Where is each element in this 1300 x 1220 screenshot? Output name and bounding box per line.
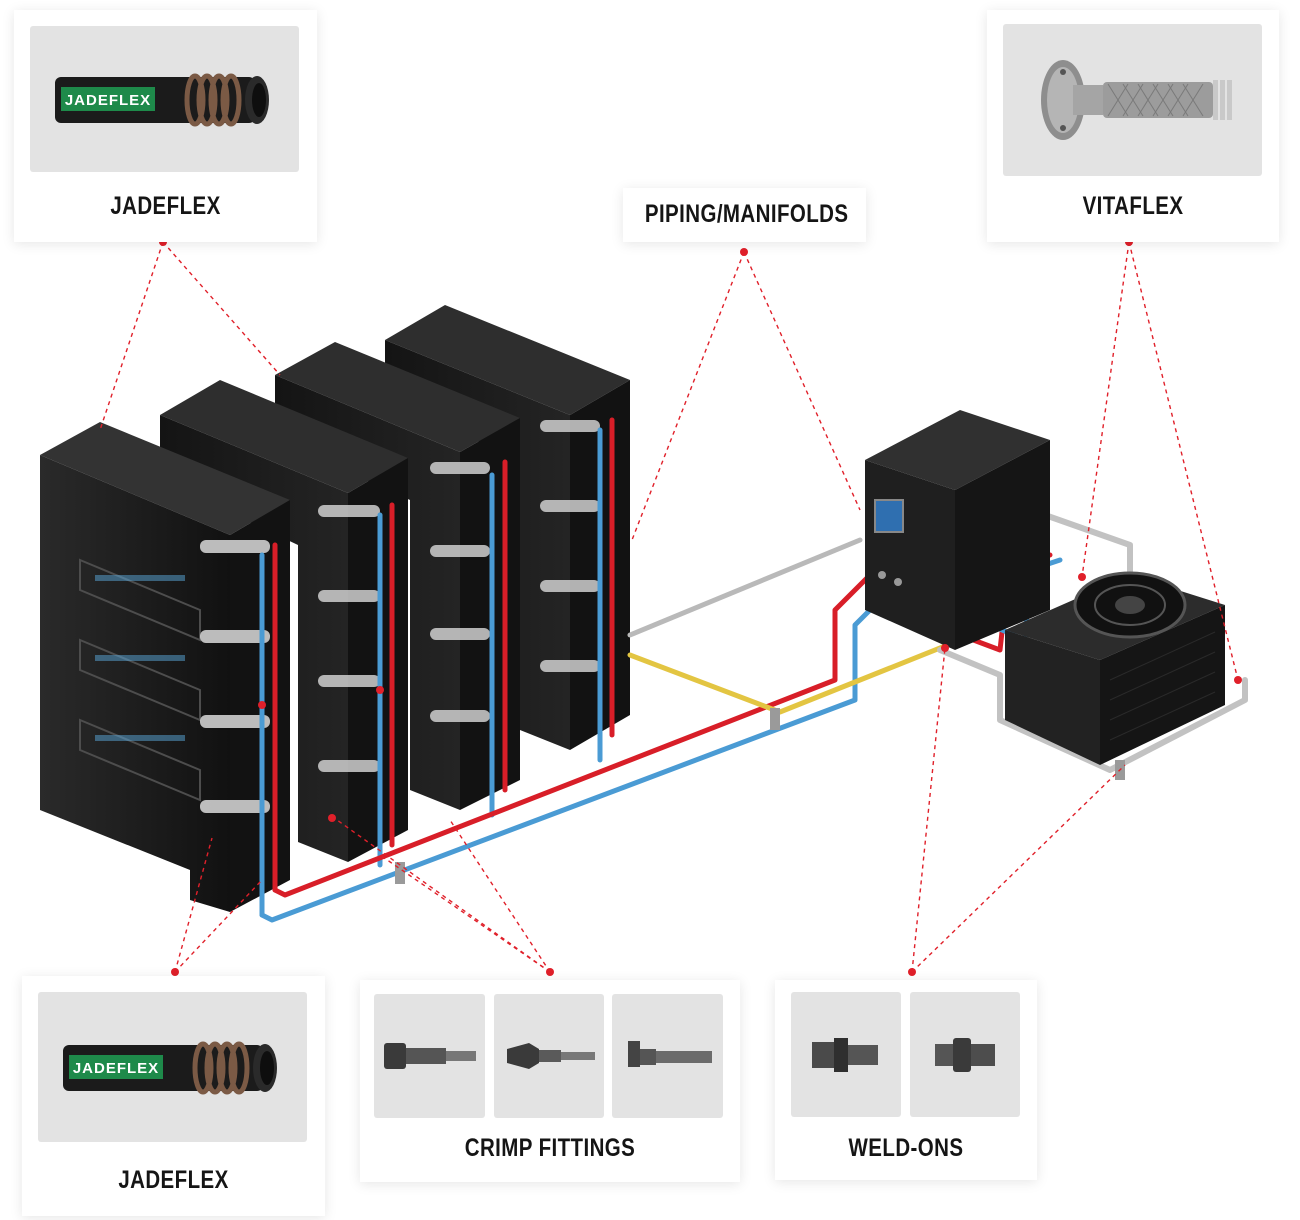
jadeflex-hose-image: JADEFLEX (30, 26, 299, 172)
control-screen (874, 499, 904, 533)
callout-jadeflex-bottom: JADEFLEX JADEFLEX (22, 976, 325, 1216)
crimp-fitting-1-image (374, 994, 485, 1118)
callout-piping: PIPING/MANIFOLDS (623, 188, 866, 242)
callout-weld-ons: WELD-ONS (775, 980, 1037, 1180)
cdu-unit (865, 410, 1050, 650)
weld-on-2-image (910, 992, 1020, 1117)
vitaflex-flanged-hose-icon (1040, 60, 1232, 140)
vitaflex-hose-image (1003, 24, 1262, 176)
svg-text:JADEFLEX: JADEFLEX (64, 92, 150, 109)
crimp-fitting-2-image (494, 994, 604, 1118)
callout-vitaflex: VITAFLEX (987, 10, 1279, 242)
callout-label: WELD-ONS (848, 1134, 964, 1162)
svg-text:JADEFLEX: JADEFLEX (72, 1060, 158, 1077)
callout-label: CRIMP FITTINGS (464, 1134, 636, 1162)
jadeflex-hose-icon: JADEFLEX (62, 1041, 277, 1095)
crimp-fitting-1-icon (383, 1043, 476, 1069)
callout-label: VITAFLEX (1082, 192, 1184, 220)
weld-on-1-image (791, 992, 901, 1117)
callout-jadeflex-top: JADEFLEX JADEFLEX (14, 10, 317, 242)
server-cabinet-1 (40, 422, 290, 912)
crimp-fitting-3-icon (627, 1041, 712, 1067)
jadeflex-hose-icon: JADEFLEX (54, 73, 269, 127)
callout-label: PIPING/MANIFOLDS (644, 200, 849, 228)
crimp-fitting-3-image (612, 994, 723, 1118)
callout-label: JADEFLEX (110, 192, 221, 220)
callout-crimp-fittings: CRIMP FITTINGS (360, 980, 740, 1182)
jadeflex-hose-image: JADEFLEX (38, 992, 307, 1142)
weld-on-1-icon (812, 1037, 878, 1072)
weld-on-2-icon (935, 1037, 995, 1072)
callout-label: JADEFLEX (118, 1166, 229, 1194)
crimp-fitting-2-icon (507, 1043, 595, 1069)
dry-cooler-unit (1005, 571, 1225, 765)
